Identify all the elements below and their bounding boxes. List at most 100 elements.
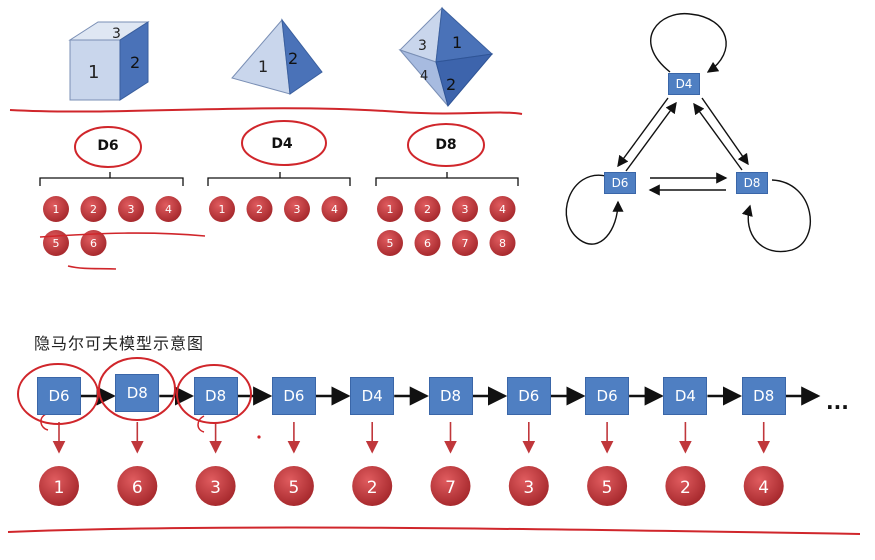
annotation-underline-bottom xyxy=(7,526,861,535)
face-ball xyxy=(377,196,403,222)
octa-number-1: 3 xyxy=(418,38,427,54)
face-ball-label: 8 xyxy=(499,237,506,250)
observation-ball xyxy=(195,466,236,506)
observation-label: 5 xyxy=(288,478,299,498)
octa-number-3: 4 xyxy=(420,69,428,84)
hidden-state-box: D6 xyxy=(506,377,551,415)
octa-number-4: 2 xyxy=(446,75,456,94)
observation-label: 3 xyxy=(210,478,221,498)
face-ball-label: 3 xyxy=(462,203,469,216)
face-ball-label: 3 xyxy=(294,203,301,216)
face-ball xyxy=(80,230,107,256)
tetra-number-front: 1 xyxy=(258,57,268,76)
face-ball xyxy=(377,230,403,256)
face-ball xyxy=(155,196,182,222)
chain-ellipsis: ... xyxy=(826,390,849,414)
die-label-d6: D6 xyxy=(97,138,119,154)
state-box-d8: D8 xyxy=(736,172,768,194)
observation-label: 1 xyxy=(54,478,65,498)
observation-label: 2 xyxy=(367,478,378,498)
observation-label: 4 xyxy=(758,478,769,498)
observation-ball xyxy=(352,466,393,506)
cube-die: 3 1 2 xyxy=(68,21,150,101)
hidden-state-box: D6 xyxy=(271,377,316,415)
emission-arrows xyxy=(52,422,771,454)
annotation-circle-chain-3 xyxy=(176,364,252,424)
annotation-circle-d8 xyxy=(407,123,485,167)
face-ball-label: 4 xyxy=(331,203,338,216)
state-box-d6: D6 xyxy=(604,172,636,194)
face-ball-label: 6 xyxy=(424,237,431,250)
annotation-dot xyxy=(257,435,261,439)
face-ball-label: 4 xyxy=(165,203,172,216)
face-ball-label: 6 xyxy=(90,237,97,250)
die-label-d4: D4 xyxy=(271,136,293,152)
hidden-state-box: D6 xyxy=(585,377,630,415)
face-ball-label: 1 xyxy=(219,203,226,216)
face-ball xyxy=(118,196,144,222)
cube-number-top: 3 xyxy=(112,26,121,42)
annotation-curl-2 xyxy=(197,415,205,433)
face-ball xyxy=(452,196,478,222)
hidden-state-box: D8 xyxy=(193,377,238,415)
observation-ball xyxy=(117,466,158,506)
observation-label: 5 xyxy=(602,478,613,498)
observation-ball xyxy=(587,466,628,506)
hidden-state-box: D8 xyxy=(741,377,786,415)
face-ball-label: 2 xyxy=(424,203,431,216)
state-transition-diagram xyxy=(565,12,811,253)
face-ball xyxy=(414,196,441,222)
observation-ball xyxy=(508,466,549,506)
hidden-state-box: D4 xyxy=(663,377,708,415)
hidden-state-box: D6 xyxy=(37,377,81,415)
face-ball-label: 5 xyxy=(387,237,394,250)
face-ball-label: 5 xyxy=(53,237,60,250)
hidden-state-box: D8 xyxy=(428,377,473,415)
annotation-circle-d4 xyxy=(241,120,327,166)
face-ball-label: 2 xyxy=(256,203,263,216)
observation-ball xyxy=(665,466,706,506)
hidden-state-box: D4 xyxy=(350,377,395,415)
observation-ball xyxy=(430,466,471,506)
annotation-stroke-face-6 xyxy=(67,265,117,270)
face-ball-label: 1 xyxy=(53,203,60,216)
observation-ball xyxy=(743,466,784,506)
face-ball-label: 1 xyxy=(387,203,394,216)
annotation-underline-top xyxy=(9,107,523,115)
observation-label: 3 xyxy=(523,478,534,498)
face-ball-label: 7 xyxy=(462,237,469,250)
face-ball xyxy=(284,196,310,222)
face-ball xyxy=(80,196,107,222)
face-ball-label: 2 xyxy=(90,203,97,216)
annotation-stroke-d6-faces xyxy=(39,232,206,238)
face-ball xyxy=(414,230,441,256)
octa-number-2: 1 xyxy=(452,33,462,52)
octahedron-die: 3 1 4 2 xyxy=(398,6,494,108)
face-ball xyxy=(489,196,516,222)
annotation-circle-chain-1 xyxy=(17,363,99,425)
face-ball xyxy=(246,196,273,222)
hidden-state-box: D8 xyxy=(115,374,160,412)
cube-number-side: 2 xyxy=(130,53,140,72)
face-ball-label: 3 xyxy=(128,203,135,216)
face-ball xyxy=(489,230,516,256)
annotation-circle-chain-2 xyxy=(98,357,176,421)
cube-number-front: 1 xyxy=(88,62,99,83)
tetrahedron-die: 1 2 xyxy=(231,18,323,95)
observation-ball xyxy=(39,466,79,506)
face-ball xyxy=(209,196,235,222)
braces xyxy=(39,172,519,186)
observation-ball xyxy=(273,466,314,506)
observation-label: 7 xyxy=(445,478,456,498)
annotation-curl-1 xyxy=(40,413,49,431)
face-ball xyxy=(321,196,348,222)
face-ball xyxy=(43,196,69,222)
observation-label: 2 xyxy=(680,478,691,498)
state-box-d4: D4 xyxy=(668,73,700,95)
chain-title: 隐马尔可夫模型示意图 xyxy=(34,334,205,353)
die-label-d8: D8 xyxy=(435,137,457,153)
annotation-circle-d6 xyxy=(74,126,142,168)
